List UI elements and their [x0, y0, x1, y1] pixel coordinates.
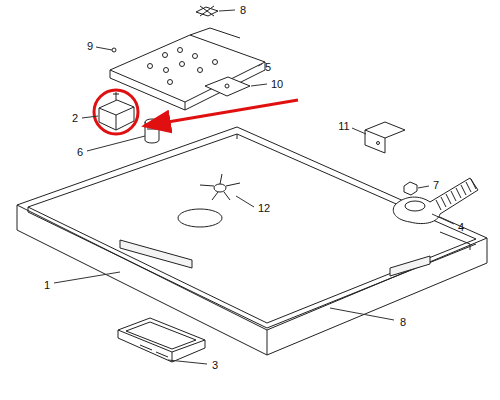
leader-lines [54, 10, 454, 364]
switch [99, 92, 134, 130]
callout-number: 6 [77, 147, 83, 158]
tray [17, 127, 487, 355]
callout-number: 2 [72, 113, 78, 124]
fitting [200, 174, 240, 200]
screw [112, 48, 116, 52]
highlight-circle [94, 90, 138, 134]
callout-number: 11 [338, 121, 349, 132]
nut [404, 182, 417, 195]
callout-number: 1 [44, 280, 50, 291]
callout-number: 8 [240, 5, 246, 16]
callout-number: 9 [87, 41, 93, 52]
plate-hole [225, 84, 229, 88]
plate [205, 77, 250, 96]
hose [393, 178, 478, 224]
callout-number: 5 [265, 62, 271, 73]
callout-number: 7 [433, 180, 439, 191]
callout-number: 12 [258, 203, 270, 214]
callout-number: 3 [212, 360, 218, 371]
drip-tray [118, 318, 205, 362]
callout-number: 10 [271, 79, 283, 90]
clip [196, 6, 218, 16]
callout-number: 8 [400, 317, 406, 328]
highlight-arrow [144, 100, 298, 126]
bracket [365, 122, 405, 153]
callout-number: 4 [458, 222, 464, 233]
